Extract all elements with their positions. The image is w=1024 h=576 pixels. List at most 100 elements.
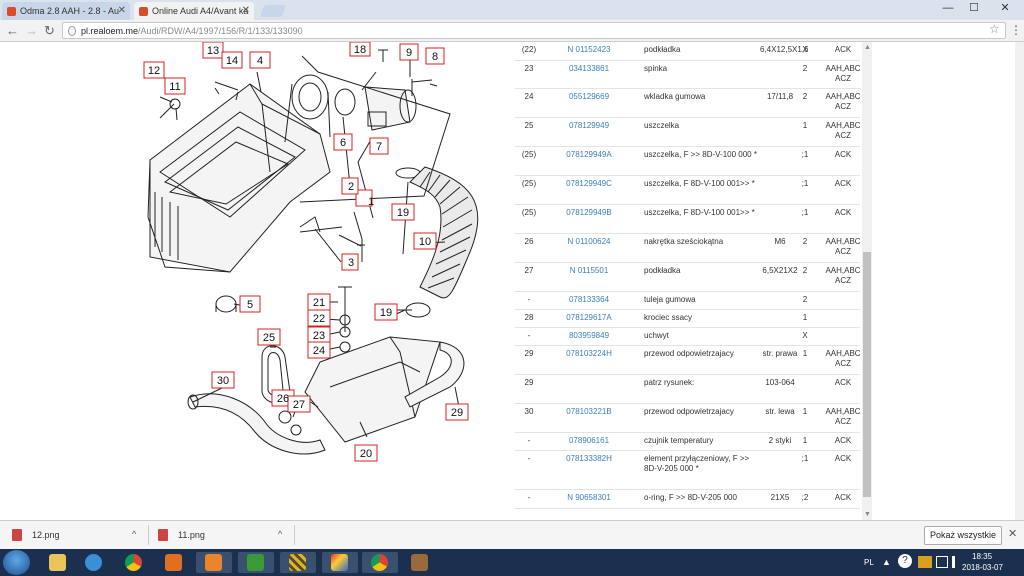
bookmark-star-icon[interactable]: ☆ bbox=[989, 22, 1000, 36]
clock-time[interactable]: 18:35 bbox=[972, 552, 993, 561]
part-position: 25 bbox=[524, 121, 534, 130]
part-model: AAH,ABC ACZ bbox=[825, 266, 860, 285]
new-tab-button[interactable] bbox=[259, 5, 287, 17]
callout-18[interactable]: 18 bbox=[354, 44, 366, 56]
part-description: element przyłączeniowy, F >> 8D-V-205 00… bbox=[644, 454, 750, 473]
callout-8[interactable]: 8 bbox=[432, 51, 438, 63]
callout-20[interactable]: 20 bbox=[360, 448, 372, 460]
part-number-link[interactable]: 055129669 bbox=[568, 92, 610, 101]
callout-30[interactable]: 30 bbox=[217, 375, 229, 387]
callout-11[interactable]: 11 bbox=[169, 81, 180, 93]
winrar-icon[interactable] bbox=[280, 552, 316, 573]
callout-21[interactable]: 21 bbox=[313, 297, 325, 309]
forward-arrow-icon[interactable]: → bbox=[25, 23, 38, 38]
chevron-up-icon[interactable]: ▲ bbox=[882, 557, 891, 567]
start-button[interactable] bbox=[3, 550, 30, 575]
tab-realoem[interactable]: Online Audi A4/Avant ka ✕ bbox=[134, 2, 254, 20]
settings-icon[interactable] bbox=[238, 552, 274, 573]
part-number-link[interactable]: 078103221B bbox=[566, 407, 612, 416]
part-number-link[interactable]: 078129949B bbox=[566, 208, 612, 217]
menu-dots-icon[interactable]: ⋮ bbox=[1010, 23, 1022, 37]
close-tab-icon[interactable]: ✕ bbox=[117, 5, 126, 16]
taskbar: PL ▲ ? 18:35 2018-03-07 bbox=[0, 549, 1024, 576]
close-tab-icon[interactable]: ✕ bbox=[241, 5, 250, 16]
chrome-icon[interactable] bbox=[116, 552, 152, 573]
callout-14[interactable]: 14 bbox=[226, 55, 238, 67]
clock-date[interactable]: 2018-03-07 bbox=[962, 563, 1003, 572]
part-number-link[interactable]: 034133861 bbox=[568, 64, 610, 73]
language-indicator[interactable]: PL bbox=[864, 558, 874, 567]
part-number-link[interactable]: 078129949C bbox=[566, 179, 612, 188]
part-number-link[interactable]: 078129617A bbox=[566, 313, 612, 322]
callout-27[interactable]: 27 bbox=[293, 399, 305, 411]
paint-icon[interactable] bbox=[322, 552, 358, 573]
callout-24[interactable]: 24 bbox=[313, 345, 325, 357]
callout-26[interactable]: 26 bbox=[277, 393, 289, 405]
callout-12[interactable]: 12 bbox=[148, 65, 160, 77]
part-number-link[interactable]: 078906161 bbox=[568, 436, 610, 445]
chevron-up-icon[interactable]: ^ bbox=[278, 529, 283, 539]
part-number-link[interactable]: 078133364 bbox=[568, 295, 610, 304]
scroll-down-icon[interactable]: ▼ bbox=[864, 511, 871, 518]
part-quantity: ;1 bbox=[801, 208, 809, 217]
part-number-link[interactable]: 803959849 bbox=[568, 331, 610, 340]
part-description: uchwyt bbox=[644, 331, 669, 340]
part-number-link[interactable]: N 90658301 bbox=[567, 493, 611, 502]
scroll-up-icon[interactable]: ▲ bbox=[864, 44, 871, 51]
part-number-link[interactable]: 078129949 bbox=[568, 121, 610, 130]
part-number-link[interactable]: N 0115501 bbox=[569, 266, 609, 275]
outlook-icon[interactable] bbox=[196, 552, 232, 573]
download-item-12[interactable]: 12.png ^ bbox=[12, 528, 142, 544]
callout-7[interactable]: 7 bbox=[376, 141, 382, 153]
back-arrow-icon[interactable]: ← bbox=[6, 23, 19, 38]
action-center-icon[interactable] bbox=[936, 556, 948, 568]
callout-25[interactable]: 25 bbox=[263, 332, 275, 344]
part-number-link[interactable]: N 01152423 bbox=[567, 45, 611, 54]
help-icon[interactable]: ? bbox=[898, 554, 912, 568]
callout-19-upper[interactable]: 19 bbox=[397, 207, 409, 219]
callout-5[interactable]: 5 bbox=[247, 299, 253, 311]
callout-2[interactable]: 2 bbox=[348, 181, 354, 193]
callout-10[interactable]: 10 bbox=[419, 236, 431, 248]
explorer-icon[interactable] bbox=[40, 552, 76, 573]
address-bar-row: ← → ↻ pl.realoem.me/Audi/RDW/A4/1997/156… bbox=[0, 20, 1024, 42]
scrollbar[interactable]: ▲ ▼ bbox=[862, 42, 872, 520]
chrome-icon-2[interactable] bbox=[362, 552, 398, 573]
maximize-button[interactable]: ☐ bbox=[969, 2, 979, 14]
download-item-11[interactable]: 11.png ^ bbox=[158, 528, 288, 544]
part-model: AAH,ABC ACZ bbox=[825, 64, 860, 83]
network-icon[interactable] bbox=[918, 556, 932, 568]
image-file-icon bbox=[12, 529, 22, 541]
close-window-button[interactable]: ✕ bbox=[1000, 2, 1010, 14]
callout-3[interactable]: 3 bbox=[348, 257, 354, 269]
media-player-icon[interactable] bbox=[156, 552, 192, 573]
callout-4[interactable]: 4 bbox=[257, 55, 263, 67]
callout-6[interactable]: 6 bbox=[340, 137, 346, 149]
callout-23[interactable]: 23 bbox=[313, 330, 325, 342]
callout-19-lower[interactable]: 19 bbox=[380, 307, 392, 319]
scrollbar-thumb[interactable] bbox=[863, 252, 871, 497]
part-number-link[interactable]: N 01100624 bbox=[567, 237, 611, 246]
part-number-link[interactable]: 078133382H bbox=[566, 454, 612, 463]
divider bbox=[148, 525, 149, 545]
page-scrollbar[interactable] bbox=[1015, 42, 1024, 520]
package-icon[interactable] bbox=[402, 552, 438, 573]
ie-icon[interactable] bbox=[76, 552, 112, 573]
callout-29[interactable]: 29 bbox=[451, 407, 463, 419]
close-downloads-icon[interactable]: ✕ bbox=[1008, 528, 1018, 540]
volume-icon[interactable] bbox=[952, 556, 964, 568]
part-number-link[interactable]: 078129949A bbox=[566, 150, 612, 159]
callout-13[interactable]: 13 bbox=[207, 45, 219, 57]
callout-22[interactable]: 22 bbox=[313, 313, 325, 325]
tab-odma[interactable]: Odma 2.8 AAH - 2.8 - Au ✕ bbox=[2, 2, 130, 20]
callout-9[interactable]: 9 bbox=[406, 47, 412, 59]
part-number-link[interactable]: 078103224H bbox=[566, 349, 612, 358]
minimize-button[interactable]: — bbox=[942, 2, 954, 14]
url-input[interactable]: pl.realoem.me/Audi/RDW/A4/1997/156/R/1/1… bbox=[62, 22, 1006, 39]
part-description: podkładka bbox=[644, 45, 681, 54]
reload-icon[interactable]: ↻ bbox=[44, 23, 55, 38]
show-all-downloads-button[interactable]: Pokaż wszystkie bbox=[924, 526, 1002, 545]
chevron-up-icon[interactable]: ^ bbox=[132, 529, 137, 539]
callout-1[interactable]: 1 bbox=[368, 196, 374, 208]
